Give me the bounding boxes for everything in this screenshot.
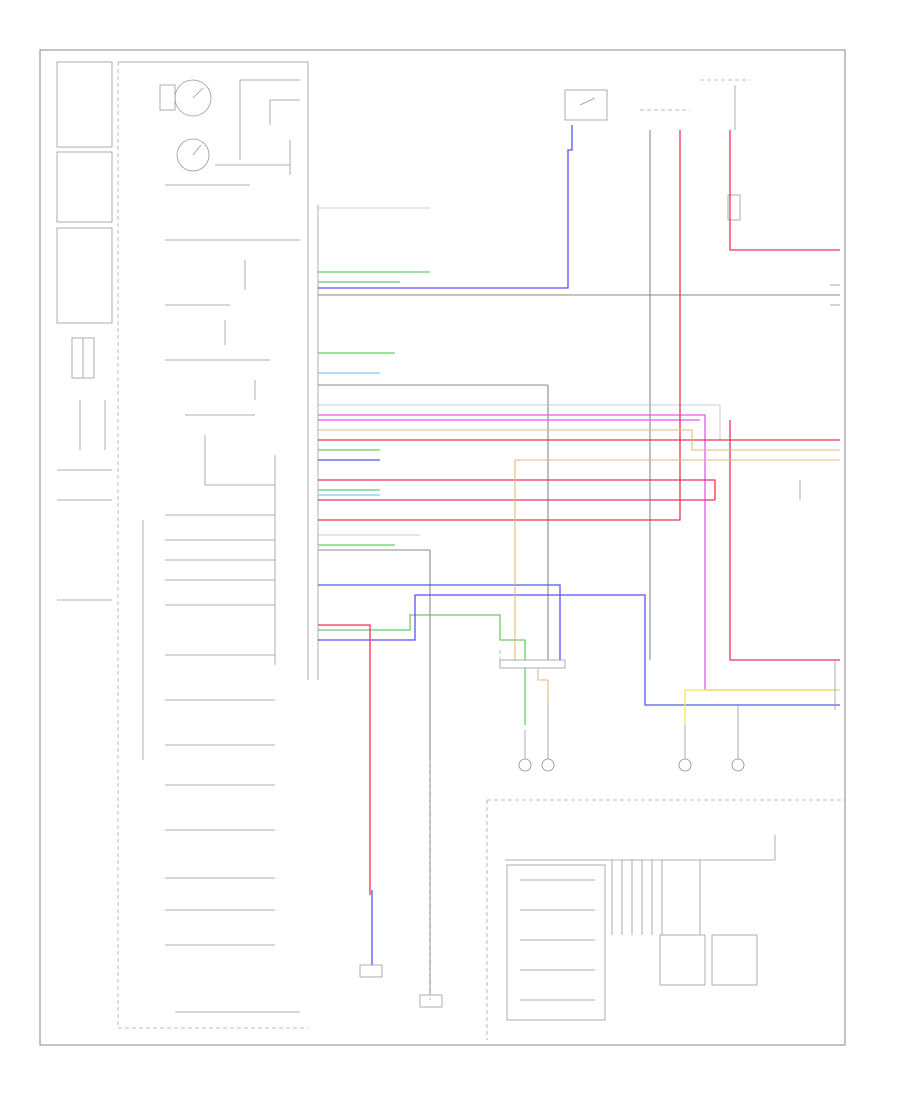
ground-points (518, 700, 745, 772)
combination-meter-outline (117, 61, 309, 1029)
junction-connector (499, 650, 566, 670)
yellow-wires (684, 689, 840, 725)
diagram-frame (39, 49, 846, 1046)
pink-wires (318, 414, 840, 691)
green-wires (318, 271, 526, 725)
tachometer-gauge (159, 79, 212, 117)
blue-wires (318, 125, 840, 970)
top-components (564, 79, 750, 221)
bottom-right-module (486, 799, 845, 1040)
meter-internal-circuits (165, 79, 300, 1013)
left-legend-boxes (56, 61, 113, 601)
cyan-wires (318, 372, 380, 496)
light-gray-wires (318, 207, 721, 536)
tan-wires (318, 429, 840, 700)
speedometer-gauge (176, 138, 210, 172)
red-wires (318, 130, 840, 895)
fuel-sender-box (564, 89, 608, 121)
bottom-connectors (359, 760, 443, 1008)
right-edge-connectors (799, 284, 840, 710)
